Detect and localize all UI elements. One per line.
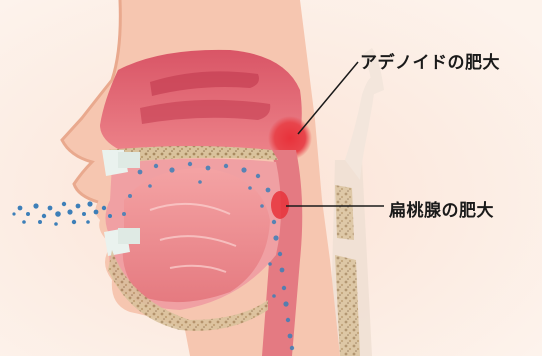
enlarged-tonsil xyxy=(271,191,289,219)
tonsil-enlargement-label: 扁桃腺の肥大 xyxy=(389,196,494,221)
adenoid-enlargement-label: アデノイドの肥大 xyxy=(360,48,500,73)
